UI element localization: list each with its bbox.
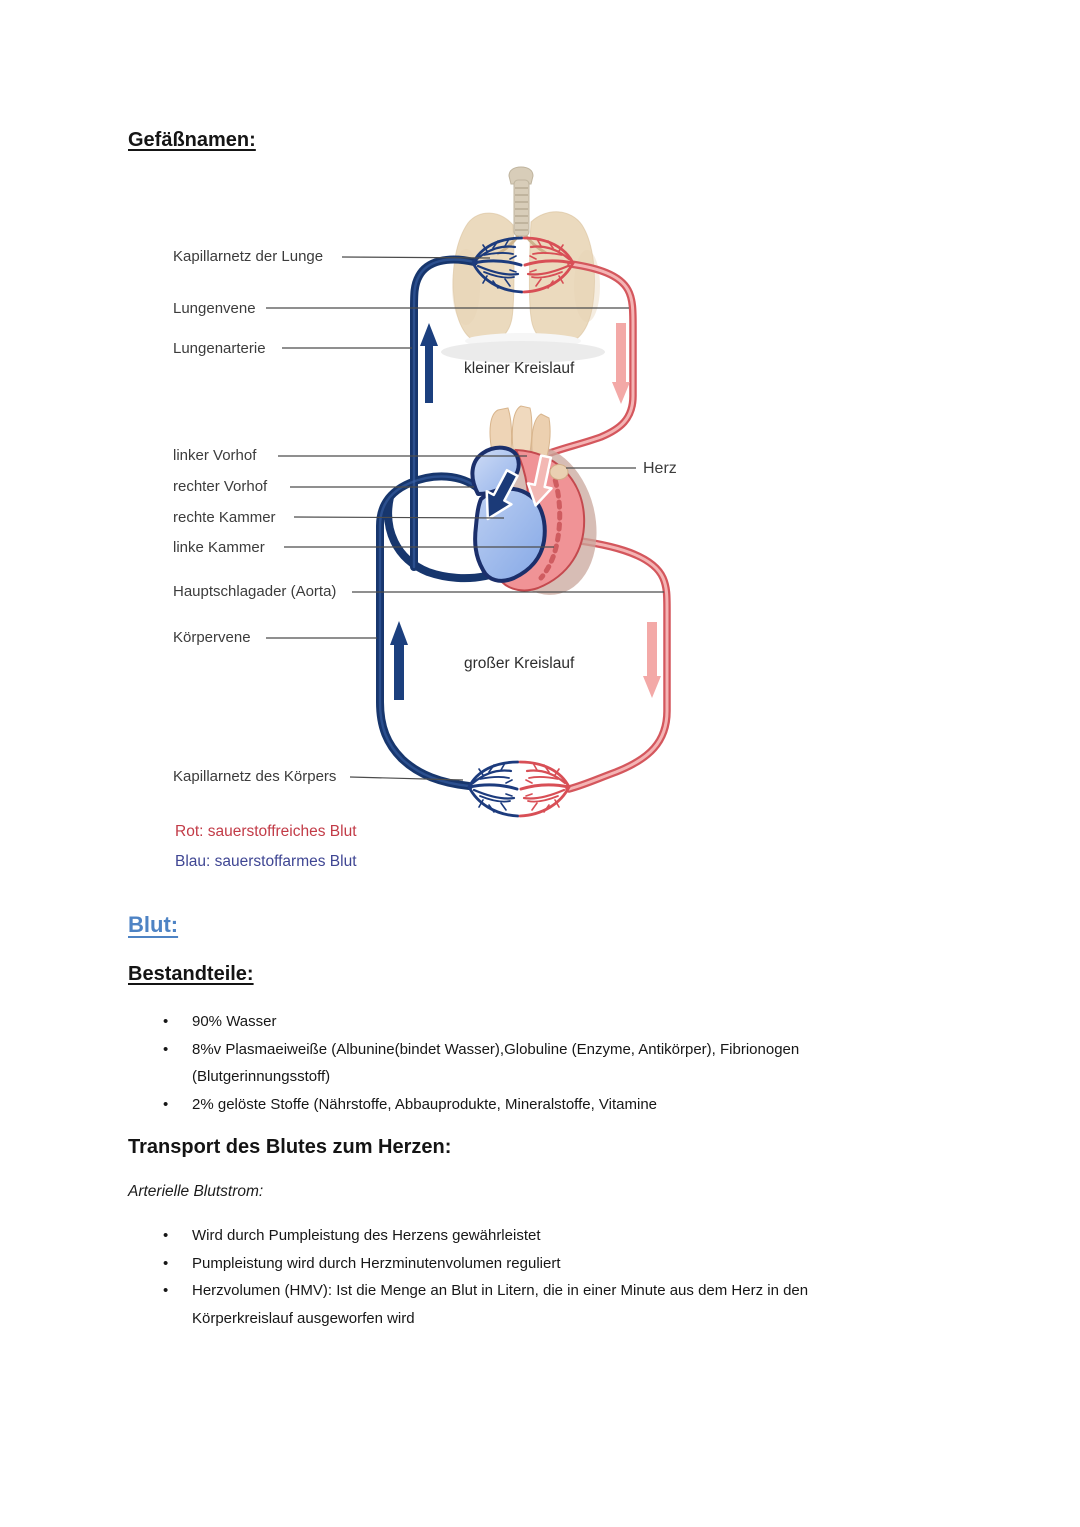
label-rechter-vorhof: rechter Vorhof — [173, 478, 268, 495]
label-hauptschlagader: Hauptschlagader (Aorta) — [173, 583, 336, 600]
circulation-diagram: kleiner Kreislauf großer Kreislauf Kapil… — [173, 166, 677, 870]
transport-list: Wird durch Pumpleistung des Herzens gewä… — [160, 1222, 900, 1332]
leader-line — [341, 256, 491, 259]
list-item: 8%v Plasmaeiweiße (Albunine(bindet Wasse… — [160, 1036, 900, 1091]
list-item: Pumpleistung wird durch Herzminutenvolum… — [160, 1250, 900, 1278]
label-linke-kammer: linke Kammer — [173, 539, 265, 556]
leader-lines — [266, 256, 664, 781]
lungs-shadow — [441, 341, 605, 363]
down-arrow-systemic-icon — [643, 622, 661, 698]
leader-line — [349, 776, 464, 781]
annotation-kleiner-kreislauf: kleiner Kreislauf — [464, 360, 575, 377]
label-kapillarnetz-des-koerpers: Kapillarnetz des Körpers — [173, 768, 336, 785]
label-koerpervene: Körpervene — [173, 629, 251, 646]
label-lungenvene: Lungenvene — [173, 300, 256, 317]
red-vessels — [533, 260, 671, 793]
subheading-arterielle-blutstrom: Arterielle Blutstrom: — [128, 1183, 264, 1200]
down-arrow-pulmonary-icon — [612, 323, 630, 404]
blue-flow-arrow-icon — [485, 468, 519, 521]
bestandteile-list: 90% Wasser 8%v Plasmaeiweiße (Albunine(b… — [160, 1008, 900, 1118]
lungs-illustration — [441, 166, 605, 363]
up-arrow-systemic-icon — [390, 621, 408, 700]
section-heading-bestandteile: Bestandteile: — [128, 963, 254, 985]
label-linker-vorhof: linker Vorhof — [173, 447, 257, 464]
section-heading-blut: Blut: — [128, 912, 179, 937]
list-item: 2% gelöste Stoffe (Nährstoffe, Abbauprod… — [160, 1091, 900, 1119]
heart-illustration — [470, 405, 597, 595]
label-rechte-kammer: rechte Kammer — [173, 509, 276, 526]
body-capillary-network — [467, 760, 571, 818]
label-herz: Herz — [643, 460, 677, 477]
section-heading-gefaessnamen: Gefäßnamen: — [128, 129, 256, 151]
leader-line — [293, 516, 505, 519]
up-arrow-pulmonary-icon — [420, 323, 438, 403]
pink-flow-arrow-icon — [526, 454, 553, 507]
label-kapillarnetz-der-lunge: Kapillarnetz der Lunge — [173, 248, 323, 265]
list-item: Wird durch Pumpleistung des Herzens gewä… — [160, 1222, 900, 1250]
list-item: 90% Wasser — [160, 1008, 900, 1036]
body-vein-tube — [376, 472, 483, 790]
legend-red: Rot: sauerstoffreiches Blut — [175, 823, 357, 840]
legend-blue: Blau: sauerstoffarmes Blut — [175, 853, 357, 870]
annotation-grosser-kreislauf: großer Kreislauf — [464, 655, 575, 672]
label-lungenarterie: Lungenarterie — [173, 340, 266, 357]
list-item: Herzvolumen (HMV): Ist die Menge an Blut… — [160, 1277, 900, 1332]
section-heading-transport: Transport des Blutes zum Herzen: — [128, 1136, 452, 1158]
